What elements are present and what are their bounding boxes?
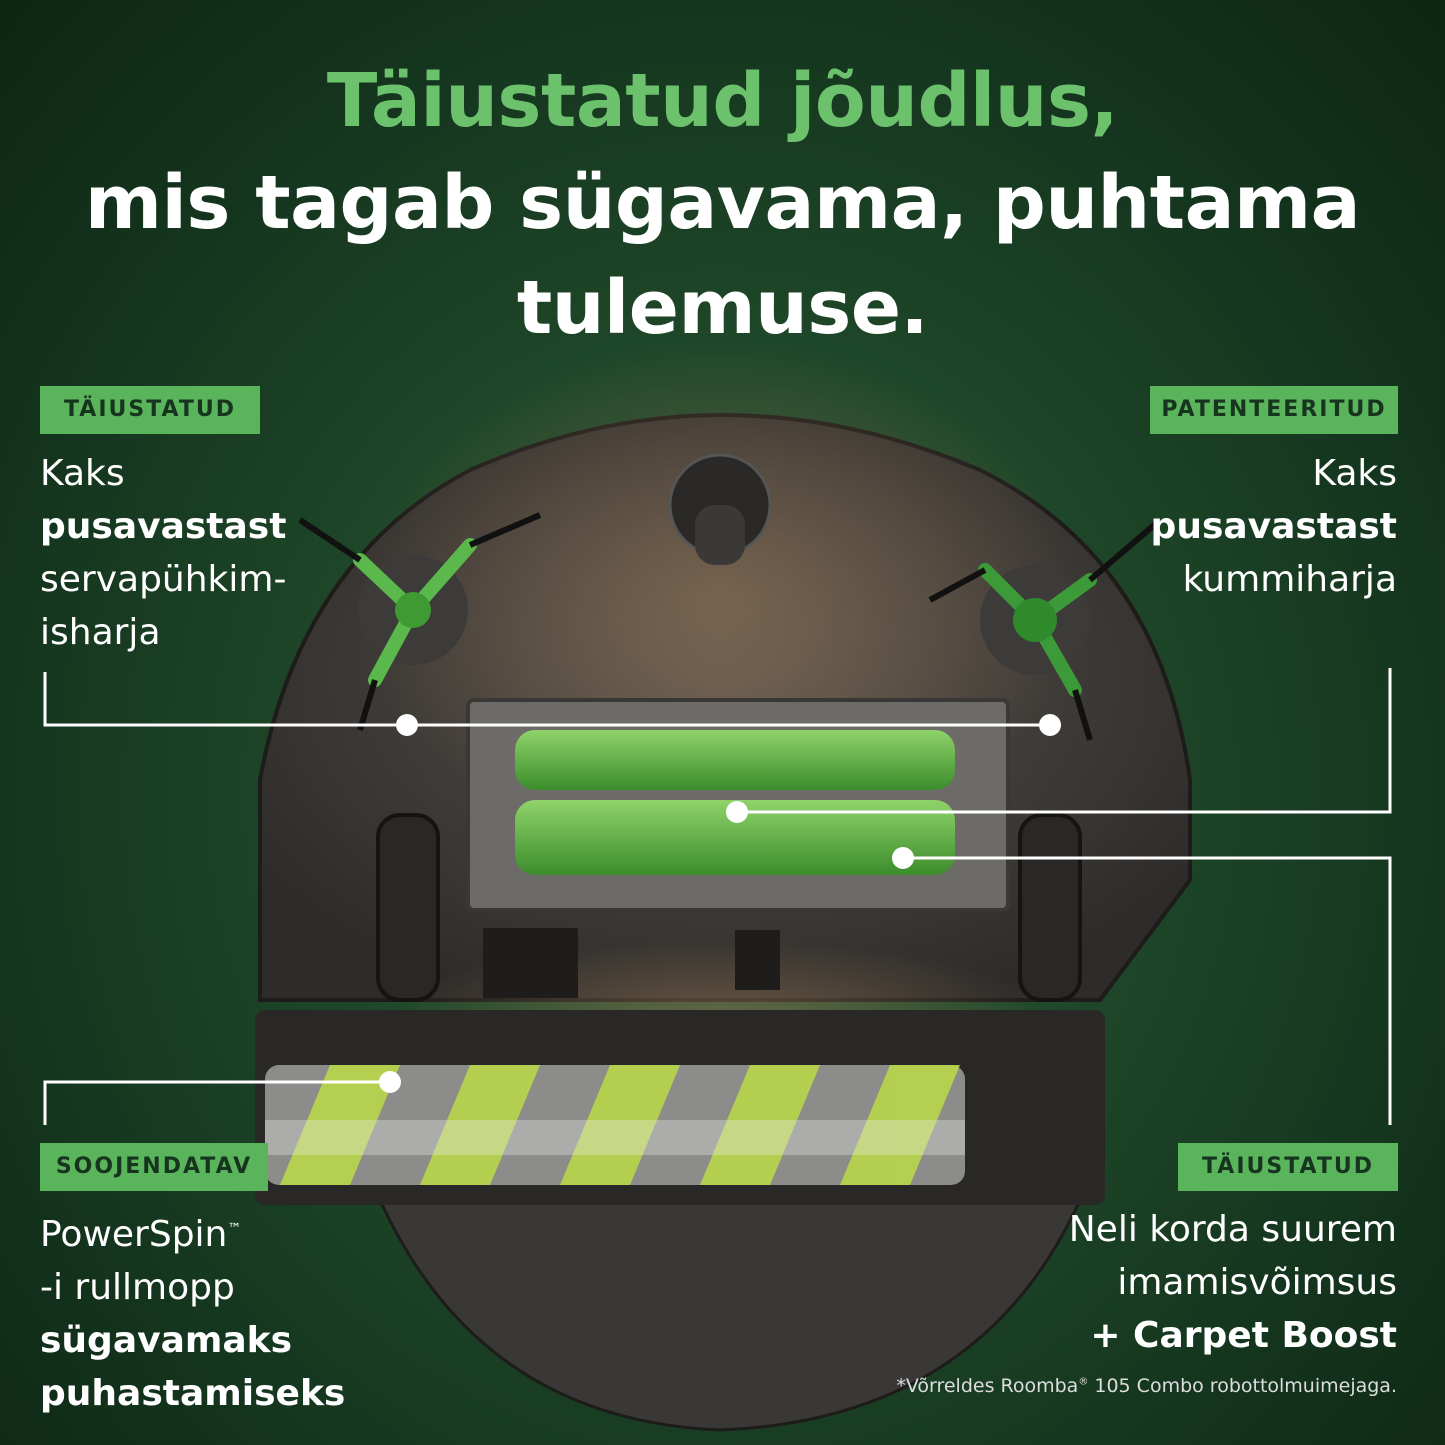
headline-line-3: tulemuse. [516,265,929,351]
callout-lines [43,668,1392,1125]
callout-bottom-left-line2: -i rullmopp [40,1267,235,1308]
callout-top-right-line3: kummiharja [1182,559,1397,600]
callout-bottom-right: Neli korda suurem imamisvõimsus + Carpet… [1069,1203,1397,1362]
side-brush-left [298,512,542,731]
callout-bottom-right-line1: Neli korda suurem [1068,1209,1397,1250]
callout-bottom-left: PowerSpin™ -i rullmopp sügavamaks puhast… [40,1203,345,1420]
roller-brush-bottom [515,800,955,875]
callout-bottom-left-line3: sügavamaks [40,1320,293,1361]
callout-top-left-line2: pusavastast [40,506,287,547]
footnote-registered-mark: ® [1078,1376,1089,1388]
tag-bottom-left: SOOJENDATAV [40,1143,268,1191]
callout-top-left-line1: Kaks [40,453,125,494]
callout-top-left: Kaks pusavastast servapühkim- isharja [40,447,286,659]
callout-top-right-line1: Kaks [1312,453,1397,494]
tag-top-left: TÄIUSTATUD [40,386,260,434]
callout-top-right-line2: pusavastast [1150,506,1397,547]
callout-bottom-right-line3: + Carpet Boost [1090,1315,1397,1356]
callout-bottom-left-line1: PowerSpin [40,1214,228,1255]
callout-bottom-left-line4: puhastamiseks [40,1373,346,1414]
roller-brush-top [515,730,955,790]
wheel-right [1018,813,1082,1002]
footnote-prefix: *Võrreldes Roomba [896,1375,1079,1397]
callout-top-left-line4: isharja [40,612,161,653]
footnote-suffix: 105 Combo robottolmuimejaga. [1088,1375,1397,1397]
headline-line-1: Täiustatud jõudlus, [326,58,1119,144]
callout-bottom-right-line2: imamisvõimsus [1117,1262,1397,1303]
robot-lower-shell [377,1198,1083,1432]
headline-line-2: mis tagab sügavama, puhtama [84,160,1361,246]
tag-bottom-right: TÄIUSTATUD [1178,1143,1398,1191]
callout-dots [379,714,1061,1093]
callout-top-right: Kaks pusavastast kummiharja [1151,447,1397,606]
callout-top-left-line3: servapühkim- [40,559,287,600]
footnote: *Võrreldes Roomba® 105 Combo robottolmui… [896,1375,1397,1397]
tag-top-right: PATENTEERITUD [1150,386,1398,434]
trademark-mark: ™ [227,1221,242,1237]
wheel-left [376,813,440,1002]
side-brush-right [928,517,1162,741]
